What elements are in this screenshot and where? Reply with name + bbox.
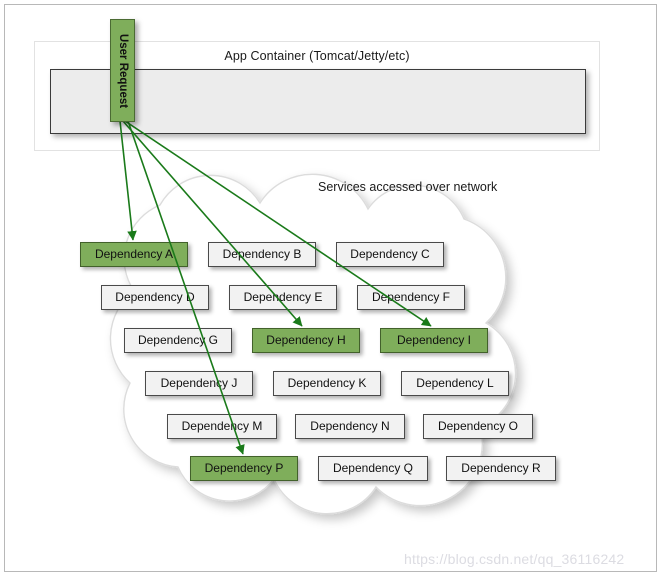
services-cloud-label: Services accessed over network (318, 180, 498, 194)
dependency-node-n[interactable]: Dependency N (295, 414, 405, 439)
dependency-node-p[interactable]: Dependency P (190, 456, 298, 481)
dependency-node-f[interactable]: Dependency F (357, 285, 465, 310)
dependency-node-k[interactable]: Dependency K (273, 371, 381, 396)
dependency-node-d[interactable]: Dependency D (101, 285, 209, 310)
dependency-node-a[interactable]: Dependency A (80, 242, 188, 267)
dependency-node-b[interactable]: Dependency B (208, 242, 316, 267)
dependency-node-o[interactable]: Dependency O (423, 414, 533, 439)
dependency-node-j[interactable]: Dependency J (145, 371, 253, 396)
dependency-node-e[interactable]: Dependency E (229, 285, 337, 310)
dependency-node-c[interactable]: Dependency C (336, 242, 444, 267)
dependency-node-l[interactable]: Dependency L (401, 371, 509, 396)
watermark-text: https://blog.csdn.net/qq_36116242 (404, 551, 625, 567)
dependency-node-i[interactable]: Dependency I (380, 328, 488, 353)
dependency-node-q[interactable]: Dependency Q (318, 456, 428, 481)
app-container-title: App Container (Tomcat/Jetty/etc) (224, 49, 410, 63)
dependency-node-g[interactable]: Dependency G (124, 328, 232, 353)
user-request-box[interactable]: User Request (110, 19, 135, 122)
dependency-node-m[interactable]: Dependency M (167, 414, 277, 439)
user-request-label: User Request (116, 33, 129, 108)
dependency-node-h[interactable]: Dependency H (252, 328, 360, 353)
dependency-node-r[interactable]: Dependency R (446, 456, 556, 481)
